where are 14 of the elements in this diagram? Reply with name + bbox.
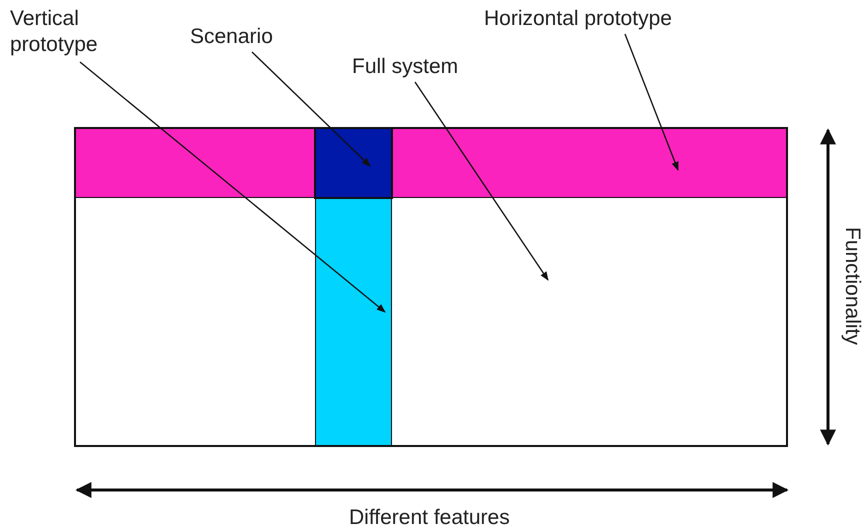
axis-label: Different features	[349, 506, 510, 530]
callout-label: Vertical prototype	[10, 6, 130, 58]
vertical-prototype-band	[315, 198, 392, 446]
horizontal-prototype-band	[75, 128, 787, 198]
scenario-area	[315, 128, 392, 198]
leader-line	[252, 52, 371, 167]
callout-label: Scenario	[190, 24, 290, 50]
full-system-area	[75, 128, 787, 446]
leader-line	[80, 62, 386, 313]
leader-line	[624, 34, 679, 171]
callout-label: Horizontal prototype	[484, 6, 734, 32]
axis-label: Functionality	[840, 227, 864, 345]
leader-line	[414, 82, 549, 281]
callout-label: Full system	[352, 54, 482, 80]
